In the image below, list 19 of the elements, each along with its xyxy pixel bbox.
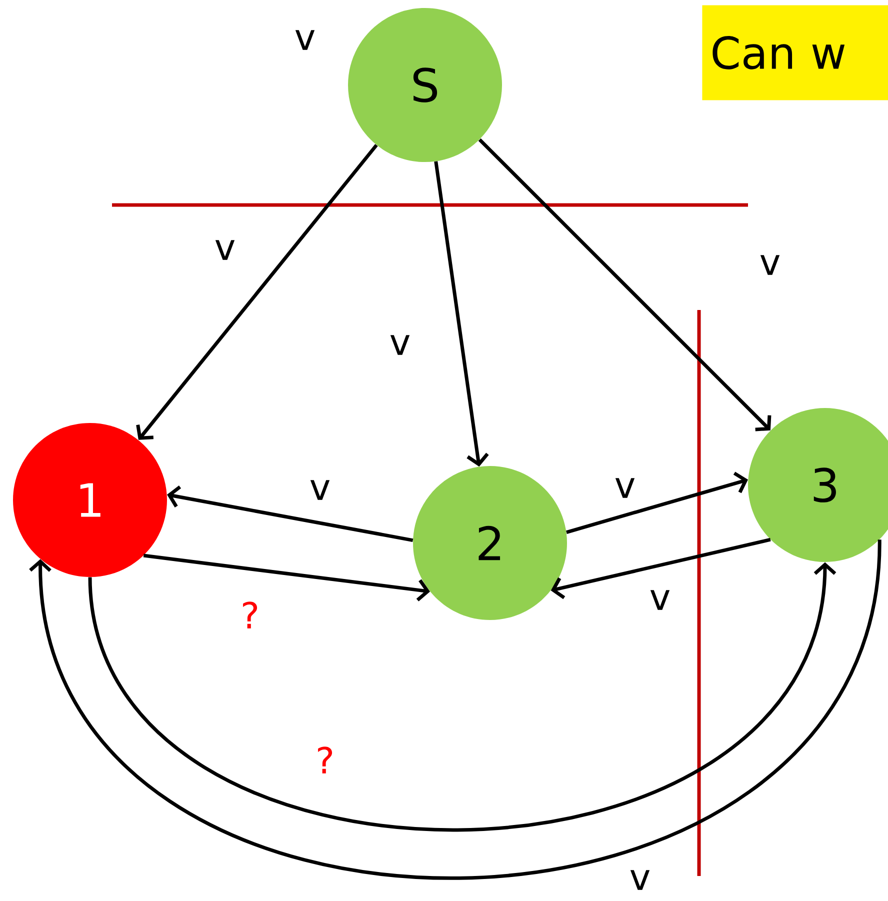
edge-label: v: [388, 334, 412, 356]
check-mark: v: [295, 30, 315, 50]
edge-label: v: [308, 479, 332, 501]
edge-label: v: [648, 589, 672, 611]
arrow: [550, 538, 771, 600]
edge-label: v: [613, 477, 637, 499]
arrow: [136, 144, 378, 440]
edge-label: ?: [314, 746, 336, 774]
edge-label: v: [628, 869, 652, 891]
question-banner: Can w: [702, 5, 888, 100]
arrow: [434, 161, 489, 467]
arrow: [167, 485, 414, 542]
edge-label: v: [213, 239, 237, 261]
edge-label: ?: [239, 600, 261, 630]
arrow: [143, 554, 430, 602]
arrow: [566, 472, 748, 534]
edge-label: v: [758, 254, 782, 276]
arrow: [88, 562, 836, 832]
arrow: [478, 138, 772, 432]
